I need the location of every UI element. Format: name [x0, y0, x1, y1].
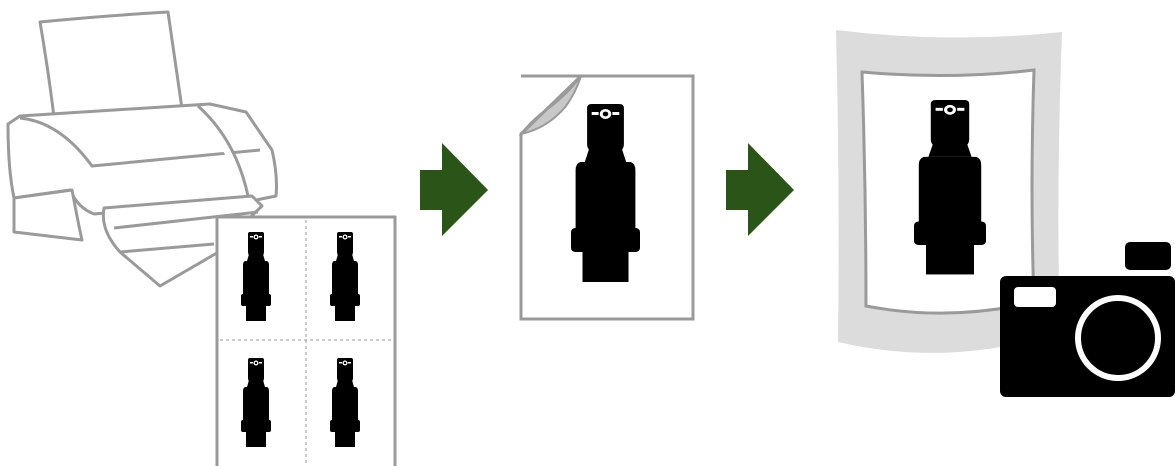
- camera-icon: [1000, 242, 1175, 397]
- single-sheet-icon: [518, 74, 695, 321]
- photographed-sheet: [836, 30, 1062, 353]
- arrow-right-icon: [726, 143, 794, 236]
- printer-icon: [6, 10, 278, 288]
- printed-sheet: [215, 215, 397, 466]
- arrow-right-icon: [420, 143, 488, 236]
